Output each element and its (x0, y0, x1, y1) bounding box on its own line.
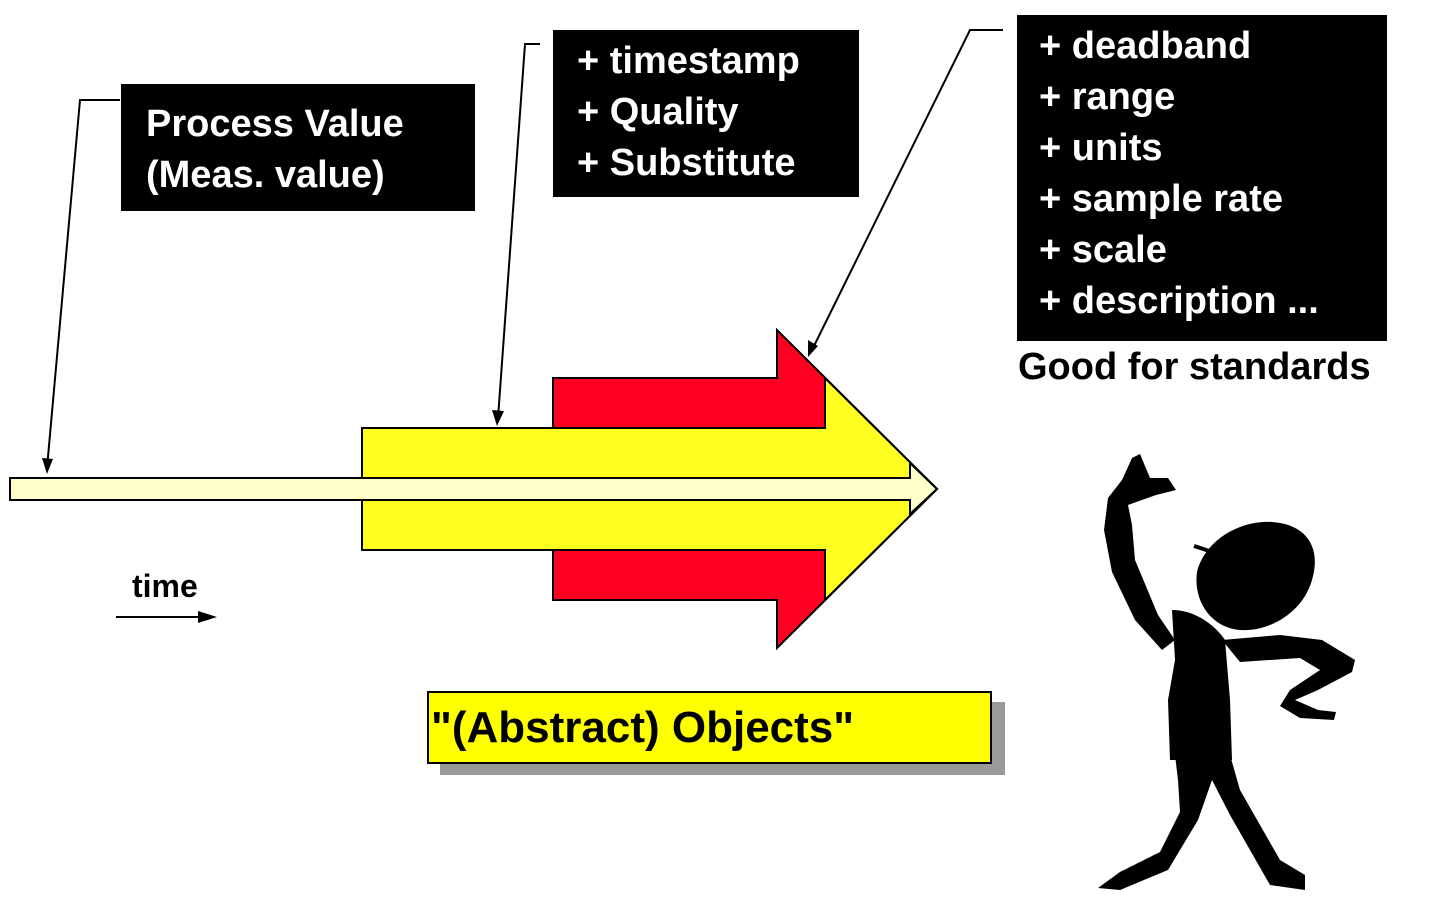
pointing-figure-icon (1098, 454, 1355, 890)
timestamp-line: + timestamp (577, 40, 800, 82)
callout-arrowhead-attributes (808, 340, 818, 357)
substitute-line: + Substitute (577, 142, 796, 184)
callout-arrowhead-process (42, 458, 53, 474)
abstract-objects-label: "(Abstract) Objects" (427, 691, 992, 764)
callout-leader-attributes (811, 29, 1003, 351)
range-line: + range (1039, 76, 1176, 118)
process-value-line: Process Value (146, 103, 404, 145)
attributes-box: + deadband + range + units + sample rate… (1017, 15, 1387, 341)
process-value-arrow (9, 460, 939, 517)
sample-rate-line: + sample rate (1039, 178, 1283, 220)
callout-arrowhead-timestamp (492, 410, 504, 426)
time-arrow-head (198, 611, 217, 623)
timestamp-box: + timestamp + Quality + Substitute (553, 30, 859, 197)
standards-caption: Good for standards (1018, 346, 1371, 388)
callout-leader-process (46, 99, 120, 469)
scale-line: + scale (1039, 229, 1167, 271)
meas-value-line: (Meas. value) (146, 154, 385, 196)
units-line: + units (1039, 127, 1163, 169)
callout-leader-timestamp (497, 43, 540, 419)
time-label: time (132, 568, 198, 604)
process-value-box: Process Value (Meas. value) (121, 84, 475, 211)
quality-line: + Quality (577, 91, 739, 133)
deadband-line: + deadband (1039, 25, 1252, 67)
description-line: + description ... (1039, 280, 1319, 322)
